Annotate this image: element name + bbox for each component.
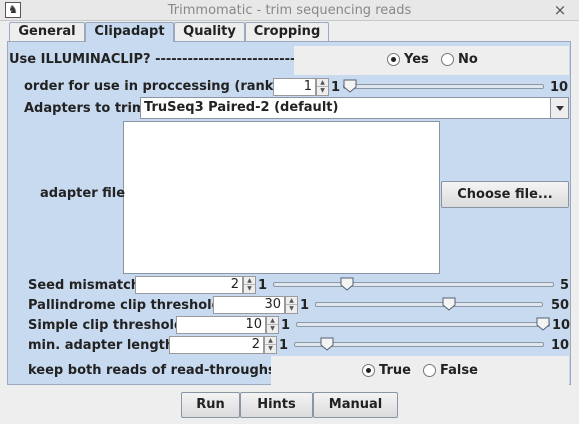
- rank-spinner-input[interactable]: 1: [273, 78, 316, 96]
- rank-slider-thumb-icon[interactable]: [343, 79, 357, 93]
- spinner-down-icon[interactable]: ▼: [268, 345, 273, 352]
- spinner-down-icon[interactable]: ▼: [320, 87, 325, 94]
- adapters-dropdown[interactable]: TruSeq3 Paired-2 (default): [140, 97, 569, 119]
- min-adapter-slider-thumb-icon[interactable]: [320, 337, 334, 351]
- window-title: Trimmomatic - trim sequencing reads: [167, 3, 412, 18]
- adapters-label: Adapters to trim: [24, 101, 146, 116]
- run-button[interactable]: Run: [181, 392, 240, 418]
- palindrome-spinner-input[interactable]: 30: [213, 296, 285, 314]
- keep-both-false-radio[interactable]: [423, 364, 436, 377]
- keep-both-false-label: False: [440, 363, 478, 378]
- rank-max-label: 10: [550, 80, 569, 95]
- chevron-down-icon[interactable]: [550, 98, 568, 118]
- seed-mismatch-spinner-input[interactable]: 2: [135, 276, 243, 294]
- min-adapter-min-label: 1: [279, 338, 289, 353]
- spinner-up-icon[interactable]: ▲: [286, 297, 297, 305]
- min-adapter-label: min. adapter length: [28, 338, 175, 353]
- illuminaclip-yes-radio[interactable]: [387, 53, 400, 66]
- keep-both-true-radio[interactable]: [362, 364, 375, 377]
- seed-mismatch-max-label: 5: [560, 278, 570, 293]
- hints-button[interactable]: Hints: [240, 392, 313, 418]
- seed-mismatch-spinner-buttons: ▲ ▼: [243, 276, 256, 294]
- seed-mismatch-min-label: 1: [258, 278, 268, 293]
- choose-file-button[interactable]: Choose file...: [441, 181, 569, 208]
- min-adapter-slider-track[interactable]: [294, 342, 544, 347]
- simple-clip-slider-thumb-icon[interactable]: [536, 317, 550, 331]
- adapter-file-textarea[interactable]: [123, 121, 440, 274]
- palindrome-slider-track[interactable]: [315, 302, 543, 307]
- tab-quality[interactable]: Quality: [174, 22, 245, 41]
- spinner-up-icon[interactable]: ▲: [267, 317, 278, 325]
- simple-clip-min-label: 1: [281, 318, 291, 333]
- keep-both-true-label: True: [379, 363, 411, 378]
- palindrome-label: Pallindrome clip threshold: [28, 298, 221, 313]
- palindrome-spinner-buttons: ▲ ▼: [285, 296, 298, 314]
- tab-cropping[interactable]: Cropping: [245, 22, 329, 41]
- rank-min-label: 1: [331, 80, 341, 95]
- simple-clip-spinner-input[interactable]: 10: [176, 316, 266, 334]
- simple-clip-slider-track[interactable]: [296, 322, 550, 327]
- illuminaclip-no-radio[interactable]: [441, 53, 454, 66]
- tab-clipadapt[interactable]: Clipadapt: [85, 22, 174, 42]
- rank-spinner-buttons: ▲ ▼: [316, 78, 329, 96]
- spinner-up-icon[interactable]: ▲: [265, 337, 276, 345]
- palindrome-slider-thumb-icon[interactable]: [442, 297, 456, 311]
- spinner-down-icon[interactable]: ▼: [270, 325, 275, 332]
- min-adapter-spinner-input[interactable]: 2: [169, 336, 264, 354]
- illuminaclip-no-label: No: [458, 52, 478, 67]
- seed-mismatch-label: Seed mismatch: [28, 278, 141, 293]
- tab-general[interactable]: General: [9, 22, 85, 41]
- keep-both-label: keep both reads of read-throughs: [28, 363, 276, 378]
- rank-slider-track[interactable]: [343, 84, 544, 89]
- simple-clip-label: Simple clip threshold: [28, 318, 184, 333]
- min-adapter-spinner-buttons: ▲ ▼: [264, 336, 277, 354]
- palindrome-max-label: 50: [551, 298, 570, 313]
- palindrome-min-label: 1: [300, 298, 310, 313]
- illuminaclip-radio-group: [294, 46, 569, 75]
- spinner-up-icon[interactable]: ▲: [244, 277, 255, 285]
- simple-clip-spinner-buttons: ▲ ▼: [266, 316, 279, 334]
- simple-clip-max-label: 10: [552, 318, 571, 333]
- manual-button[interactable]: Manual: [313, 392, 398, 418]
- illuminaclip-label: Use ILLUMINACLIP? ----------------------…: [9, 52, 317, 67]
- spinner-down-icon[interactable]: ▼: [289, 305, 294, 312]
- adapter-file-label: adapter file: [40, 186, 126, 201]
- rank-label: order for use in proccessing (rank): [24, 79, 280, 94]
- adapters-selected-value: TruSeq3 Paired-2 (default): [144, 100, 339, 115]
- window-titlebar: ♞ Trimmomatic - trim sequencing reads ×: [0, 0, 579, 21]
- keep-both-radio-group: [271, 356, 569, 385]
- spinner-down-icon[interactable]: ▼: [247, 285, 252, 292]
- seed-mismatch-slider-thumb-icon[interactable]: [340, 277, 354, 291]
- seed-mismatch-slider-track[interactable]: [273, 282, 554, 287]
- app-icon: ♞: [5, 2, 21, 18]
- min-adapter-max-label: 10: [551, 338, 570, 353]
- spinner-up-icon[interactable]: ▲: [317, 79, 328, 87]
- illuminaclip-yes-label: Yes: [404, 52, 429, 67]
- close-icon[interactable]: ×: [553, 1, 567, 19]
